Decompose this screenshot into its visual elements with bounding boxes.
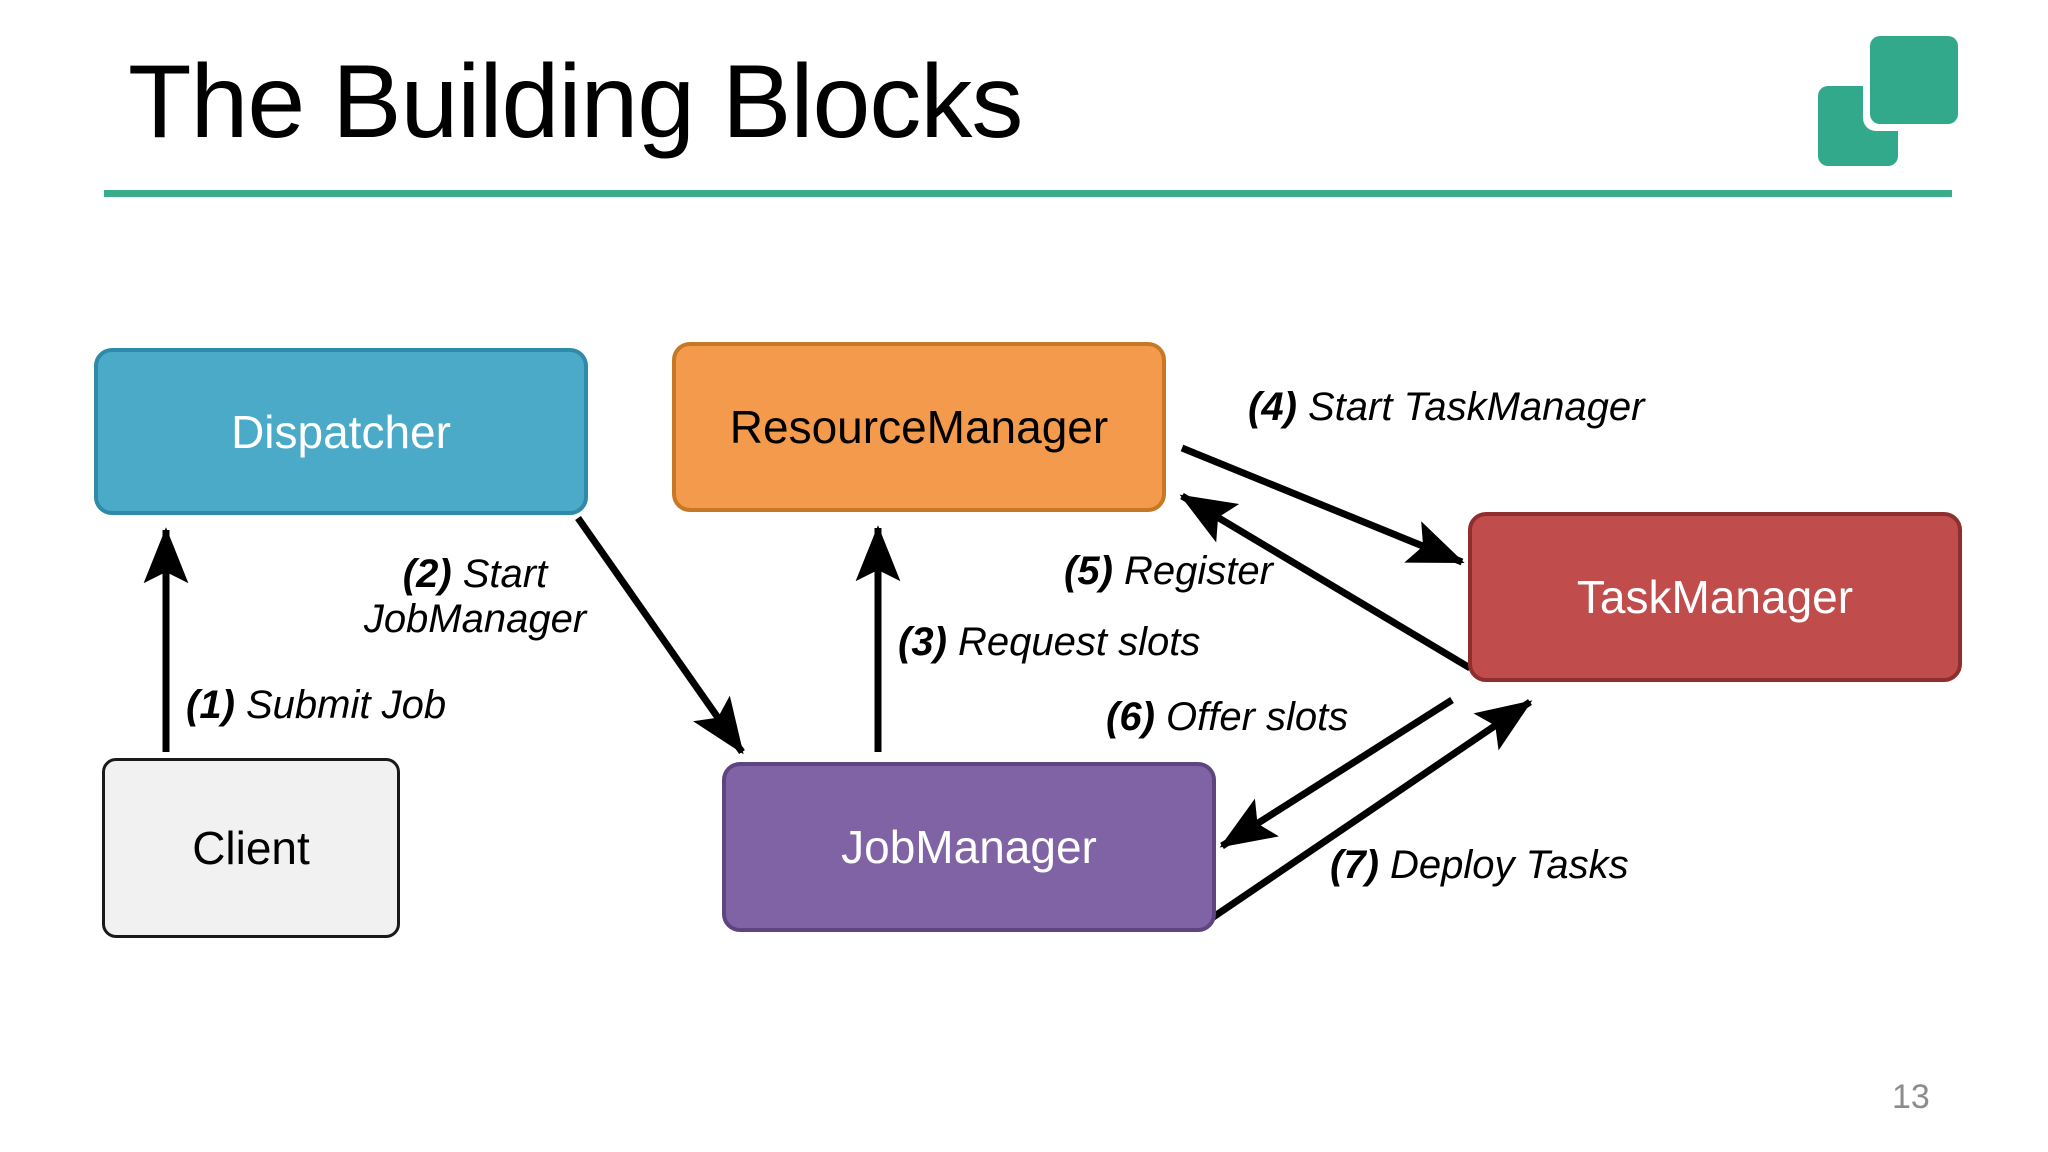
edge-label-2-number: (2): [402, 552, 452, 596]
edge-label-7: (7) Deploy Tasks: [1330, 843, 1629, 888]
edge-label-5-number: (5): [1064, 549, 1113, 593]
edge-label-4-text: Start TaskManager: [1296, 385, 1645, 429]
node-jobmanager[interactable]: JobManager: [722, 762, 1216, 932]
edge-label-6: (6) Offer slots: [1106, 695, 1348, 740]
page-number: 13: [1892, 1078, 1930, 1116]
edge-label-3-number: (3): [898, 620, 947, 664]
edge-label-7-number: (7): [1330, 843, 1379, 887]
node-dispatcher-label: Dispatcher: [231, 405, 451, 458]
edge-label-4-number: (4): [1248, 385, 1297, 429]
edge-label-5-text: Register: [1112, 549, 1273, 593]
node-jobmanager-label: JobManager: [841, 821, 1097, 873]
edge-label-3-text: Request slots: [946, 620, 1201, 664]
node-client-label: Client: [192, 822, 310, 874]
edge-label-1-text: Submit Job: [234, 683, 447, 727]
edge-label-2-text-b: JobManager: [363, 596, 587, 641]
edge-label-7-text: Deploy Tasks: [1378, 843, 1629, 887]
edge-label-6-text: Offer slots: [1154, 695, 1349, 739]
arrow-4-start-taskmanager: [1180, 444, 1465, 566]
flink-logo: [1818, 36, 1958, 166]
title-underline-rule: [104, 190, 1952, 197]
edge-label-4: (4) Start TaskManager: [1248, 385, 1644, 430]
node-taskmanager-label: TaskManager: [1576, 571, 1854, 623]
edge-label-1-number: (1): [186, 683, 235, 727]
node-resourcemanager-label: ResourceManager: [729, 401, 1109, 453]
page-title: The Building Blocks: [128, 44, 1023, 160]
node-client[interactable]: Client: [102, 758, 400, 938]
edge-label-5: (5) Register: [1064, 549, 1273, 594]
logo-front-square-icon: [1870, 36, 1958, 124]
edge-label-2-text-a: Start: [451, 552, 548, 596]
node-dispatcher[interactable]: Dispatcher: [94, 348, 588, 515]
edge-label-3: (3) Request slots: [898, 620, 1200, 665]
edge-label-6-number: (6): [1106, 695, 1155, 739]
node-taskmanager[interactable]: TaskManager: [1468, 512, 1962, 682]
edge-label-1: (1) Submit Job: [186, 683, 446, 728]
node-resourcemanager[interactable]: ResourceManager: [672, 342, 1166, 512]
